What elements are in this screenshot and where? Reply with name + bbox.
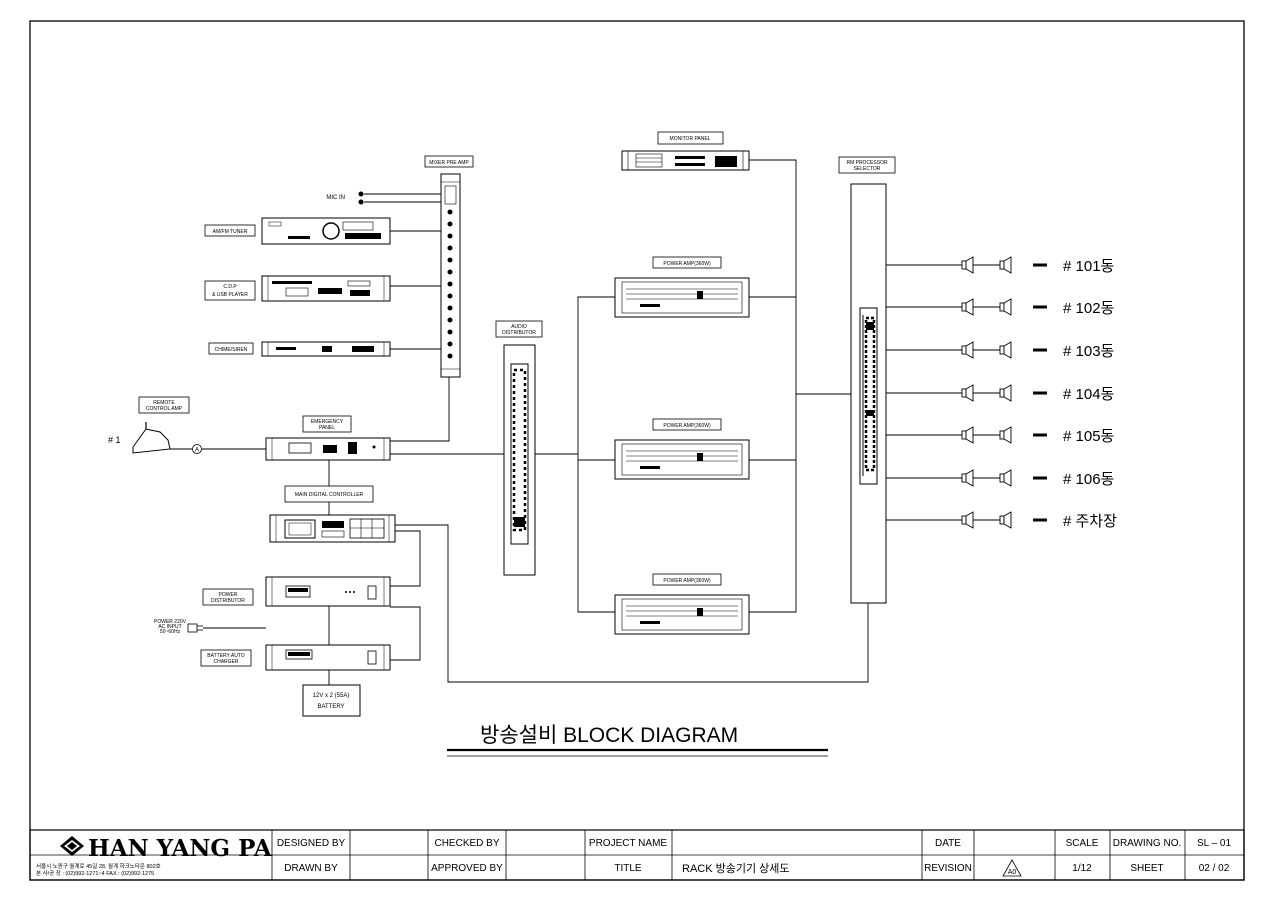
zone-label-101: # 101동 xyxy=(1063,258,1115,275)
battery-charger-label-2: CHARGER xyxy=(213,659,238,665)
zone-103-speakers xyxy=(961,341,1047,359)
power-plug-icon xyxy=(187,623,198,633)
checked-by-label: CHECKED BY xyxy=(434,838,499,849)
remote-label-2: CONTROL AMP xyxy=(146,406,183,412)
am-fm-tuner: AM/FM TUNER xyxy=(204,217,391,245)
emergency-label-2: PANEL xyxy=(319,425,335,431)
cdp-usb-player: C.D.P & USB PLAYER xyxy=(204,275,391,302)
diagram-title: 방송설비 BLOCK DIAGRAM xyxy=(480,724,738,747)
power-input-label-3: 50~60Hz xyxy=(160,629,181,635)
revision-value: A0 xyxy=(1008,869,1017,876)
zone-speakers xyxy=(961,256,1047,529)
zone-parking-speakers xyxy=(961,511,1047,529)
battery-label-2: BATTERY xyxy=(317,704,344,710)
remote-control-amp: REMOTE CONTROL AMP # 1 A xyxy=(108,396,202,454)
sheet-label: SHEET xyxy=(1130,863,1163,874)
power-amp-3: POWER AMP(360W) xyxy=(614,573,750,635)
remote-label-1: REMOTE xyxy=(153,400,175,406)
drawing-no-value: SL – 01 xyxy=(1197,838,1232,849)
scale-label: SCALE xyxy=(1066,838,1099,849)
scale-value: 1/12 xyxy=(1072,863,1092,874)
mic-in-jack-1 xyxy=(358,191,364,197)
zone-label-106: # 106동 xyxy=(1063,471,1115,488)
power-input: POWER 220V AC INPUT 50~60Hz xyxy=(154,619,203,635)
power-distributor-label-1: POWER xyxy=(219,592,238,598)
approved-by-label: APPROVED BY xyxy=(431,863,503,874)
remote-node-label: A xyxy=(195,448,199,454)
mic-in: MIC IN xyxy=(326,191,364,205)
battery-label-1: 12V x 2 (55A) xyxy=(313,693,350,699)
main-digital-controller-label: MAIN DIGITAL CONTROLLER xyxy=(295,492,364,498)
audio-distributor-label-1: AUDIO xyxy=(511,324,527,330)
battery: 12V x 2 (55A) BATTERY xyxy=(302,684,361,717)
company-logo: HAN YANG PA xyxy=(60,835,273,862)
title-label: TITLE xyxy=(614,863,642,874)
cdp-label-2: & USB PLAYER xyxy=(212,292,248,298)
title-value: RACK 방송기기 상세도 xyxy=(682,862,790,875)
sheet-value: 02 / 02 xyxy=(1199,863,1230,874)
mic-in-label: MIC IN xyxy=(326,195,345,201)
am-fm-tuner-label: AM/FM TUNER xyxy=(213,229,248,235)
zone-101-speakers xyxy=(961,256,1047,274)
power-input-label-2: AC INPUT xyxy=(158,624,181,630)
rm-selector-label-2: SELECTOR xyxy=(854,166,881,172)
date-label: DATE xyxy=(935,838,961,849)
diagram-title-block: 방송설비 BLOCK DIAGRAM xyxy=(447,724,828,757)
power-amp-2-label: POWER AMP(360W) xyxy=(663,423,711,429)
audio-distributor-label-2: DISTRIBUTOR xyxy=(502,330,536,336)
zone-label-105: # 105동 xyxy=(1063,428,1115,445)
cdp-label-1: C.D.P xyxy=(223,284,237,290)
battery-charger-label-1: BATTERY AUTO xyxy=(207,653,245,659)
zone-105-speakers xyxy=(961,426,1047,444)
rm-selector-label-1: RM PROCESSOR xyxy=(846,160,888,166)
company-name: HAN YANG PA xyxy=(88,835,273,862)
zone-106-speakers xyxy=(961,469,1047,487)
drawn-by-label: DRAWN BY xyxy=(284,863,338,874)
power-amp-1-label: POWER AMP(360W) xyxy=(663,261,711,267)
mixer-pre-amp: MIXER PRE AMP xyxy=(424,155,474,378)
power-distributor: POWER DISTRIBUTOR xyxy=(202,576,391,607)
zone-104-speakers xyxy=(961,384,1047,402)
power-amp-2: POWER AMP(360W) xyxy=(614,418,750,480)
project-name-label: PROJECT NAME xyxy=(589,838,667,849)
emergency-label-1: EMERGENCY xyxy=(311,419,344,425)
remote-mic-number: # 1 xyxy=(108,435,121,445)
monitor-panel-label: MONITOR PANEL xyxy=(670,136,711,142)
emergency-panel: EMERGENCY PANEL xyxy=(265,415,391,461)
battery-auto-charger: BATTERY AUTO CHARGER xyxy=(200,644,391,671)
monitor-panel: MONITOR PANEL xyxy=(621,131,750,171)
chime-siren-label: CHIME/SIREN xyxy=(215,347,248,353)
power-distributor-label-2: DISTRIBUTOR xyxy=(211,598,245,604)
rm-processor-selector: RM PROCESSOR SELECTOR xyxy=(838,156,896,604)
company-address-line-2: 본 사/공 장 : (02)992-1271~4 FAX : (02)992-1… xyxy=(36,869,154,877)
mic-in-jack-2 xyxy=(358,199,364,205)
chime-siren: CHIME/SIREN xyxy=(208,341,391,357)
designed-by-label: DESIGNED BY xyxy=(277,838,346,849)
revision-triangle-icon xyxy=(1002,859,1022,877)
power-amp-3-label: POWER AMP(360W) xyxy=(663,578,711,584)
company-address-line-1: 서울시 노원구 월계로 45길 28, 월계 하크노타운 802호 xyxy=(36,862,161,870)
zone-label-104: # 104동 xyxy=(1063,386,1115,403)
drawing-no-label: DRAWING NO. xyxy=(1113,838,1182,849)
revision-label: REVISION xyxy=(924,863,972,874)
power-amp-1: POWER AMP(360W) xyxy=(614,256,750,318)
zone-labels: # 101동 # 102동 # 103동 # 104동 # 105동 # 106… xyxy=(1063,258,1117,530)
remote-node-circle xyxy=(192,444,202,454)
zone-label-parking: # 주차장 xyxy=(1063,513,1117,530)
audio-distributor: AUDIO DISTRIBUTOR xyxy=(495,320,543,576)
zone-label-103: # 103동 xyxy=(1063,343,1115,360)
main-digital-controller: MAIN DIGITAL CONTROLLER xyxy=(269,485,396,543)
zone-label-102: # 102동 xyxy=(1063,300,1115,317)
zone-102-speakers xyxy=(961,298,1047,316)
mixer-pre-amp-label: MIXER PRE AMP xyxy=(429,160,469,166)
wiring xyxy=(170,159,962,685)
title-block: HAN YANG PA 서울시 노원구 월계로 45길 28, 월계 하크노타운… xyxy=(29,829,1245,881)
power-input-label-1: POWER 220V xyxy=(154,619,187,625)
